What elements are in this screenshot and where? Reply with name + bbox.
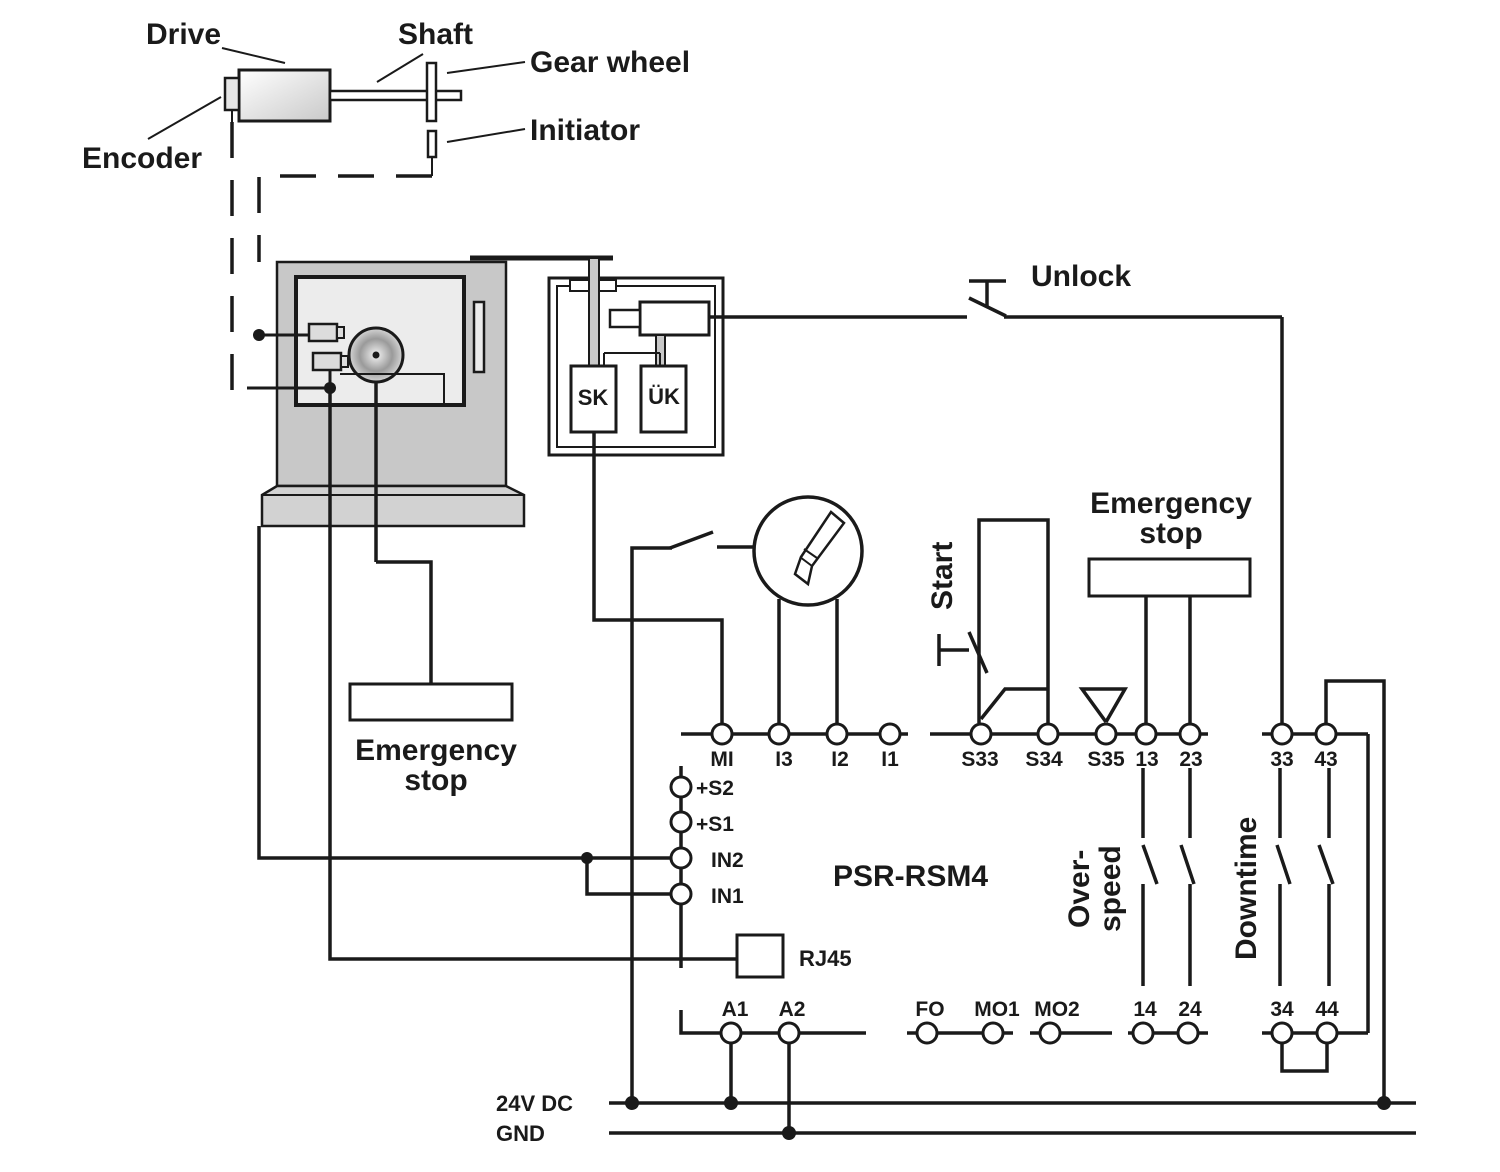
drive-motor [237,68,332,123]
overspeed-label-2: speed [1094,845,1127,932]
guard-lock [470,255,725,457]
uk-label: ÜK [648,384,680,409]
rj45-label: RJ45 [799,946,852,971]
emergency-stop-left-label: Emergency [355,734,517,767]
left-terminal-column [257,388,785,979]
sk-contact [569,364,618,434]
terminal-s34: S34 [1025,748,1063,771]
encoder-label: Encoder [82,142,202,175]
emergency-stop-left-label-2: stop [404,764,467,797]
terminal-14: 14 [1133,998,1157,1021]
emergency-stop-right [1087,557,1252,723]
sensor-1 [307,322,339,343]
gnd-label: GND [496,1121,545,1146]
drive-label: Drive [146,18,221,51]
terminal-mi: MI [710,748,733,771]
initiator-label: Initiator [530,114,640,147]
downtime-label: Downtime [1230,817,1263,960]
device-label: PSR-RSM4 [833,860,988,893]
terminal-s2: +S2 [696,777,734,800]
uk-contact [639,364,688,434]
terminal-in2: IN2 [711,849,744,872]
emergency-stop-top-label-2: stop [1139,517,1202,550]
terminal-s33: S33 [961,748,998,771]
output-contacts [1141,679,1386,1103]
terminal-mo2: MO2 [1034,998,1080,1021]
start-button [937,518,1050,723]
terminal-24: 24 [1178,998,1202,1021]
gear-wheel [425,61,438,123]
encoder-body [223,76,241,112]
machine-housing [247,260,526,528]
terminal-in1: IN1 [711,885,744,908]
terminal-a1: A1 [722,998,749,1021]
start-label: Start [926,542,959,610]
terminal-i3: I3 [775,748,793,771]
key-switch [592,432,864,1103]
power-rails [609,1096,1416,1140]
terminal-circles [669,722,1339,1045]
drive-assembly [147,47,526,176]
sensor-2 [311,351,343,372]
solenoid [638,300,711,337]
unlock-button [709,279,1284,723]
sensor-dashed-wires [230,122,432,395]
terminal-i1: I1 [881,748,899,771]
terminal-a2: A2 [779,998,806,1021]
terminal-fo: FO [915,998,944,1021]
terminal-i2: I2 [831,748,849,771]
gear-wheel-label: Gear wheel [530,46,690,79]
terminal-s1: +S1 [696,813,734,836]
sk-label: SK [578,385,609,410]
terminal-34: 34 [1270,998,1294,1021]
overspeed-label: Over- [1063,850,1096,928]
shaft [328,89,463,102]
terminal-13: 13 [1135,748,1158,771]
terminal-33: 33 [1270,748,1293,771]
terminal-23: 23 [1179,748,1202,771]
terminal-s35: S35 [1087,748,1125,771]
unlock-label: Unlock [1031,260,1131,293]
shaft-label: Shaft [398,18,473,51]
s35-bridge [1078,687,1129,724]
initiator-sensor [426,129,438,159]
emergency-stop-left [348,382,514,722]
emergency-stop-top-label: Emergency [1090,487,1252,520]
supply-24v-label: 24V DC [496,1091,573,1116]
terminal-44: 44 [1315,998,1339,1021]
terminal-mo1: MO1 [974,998,1020,1021]
rj45-box [735,933,785,979]
terminal-43: 43 [1314,748,1337,771]
